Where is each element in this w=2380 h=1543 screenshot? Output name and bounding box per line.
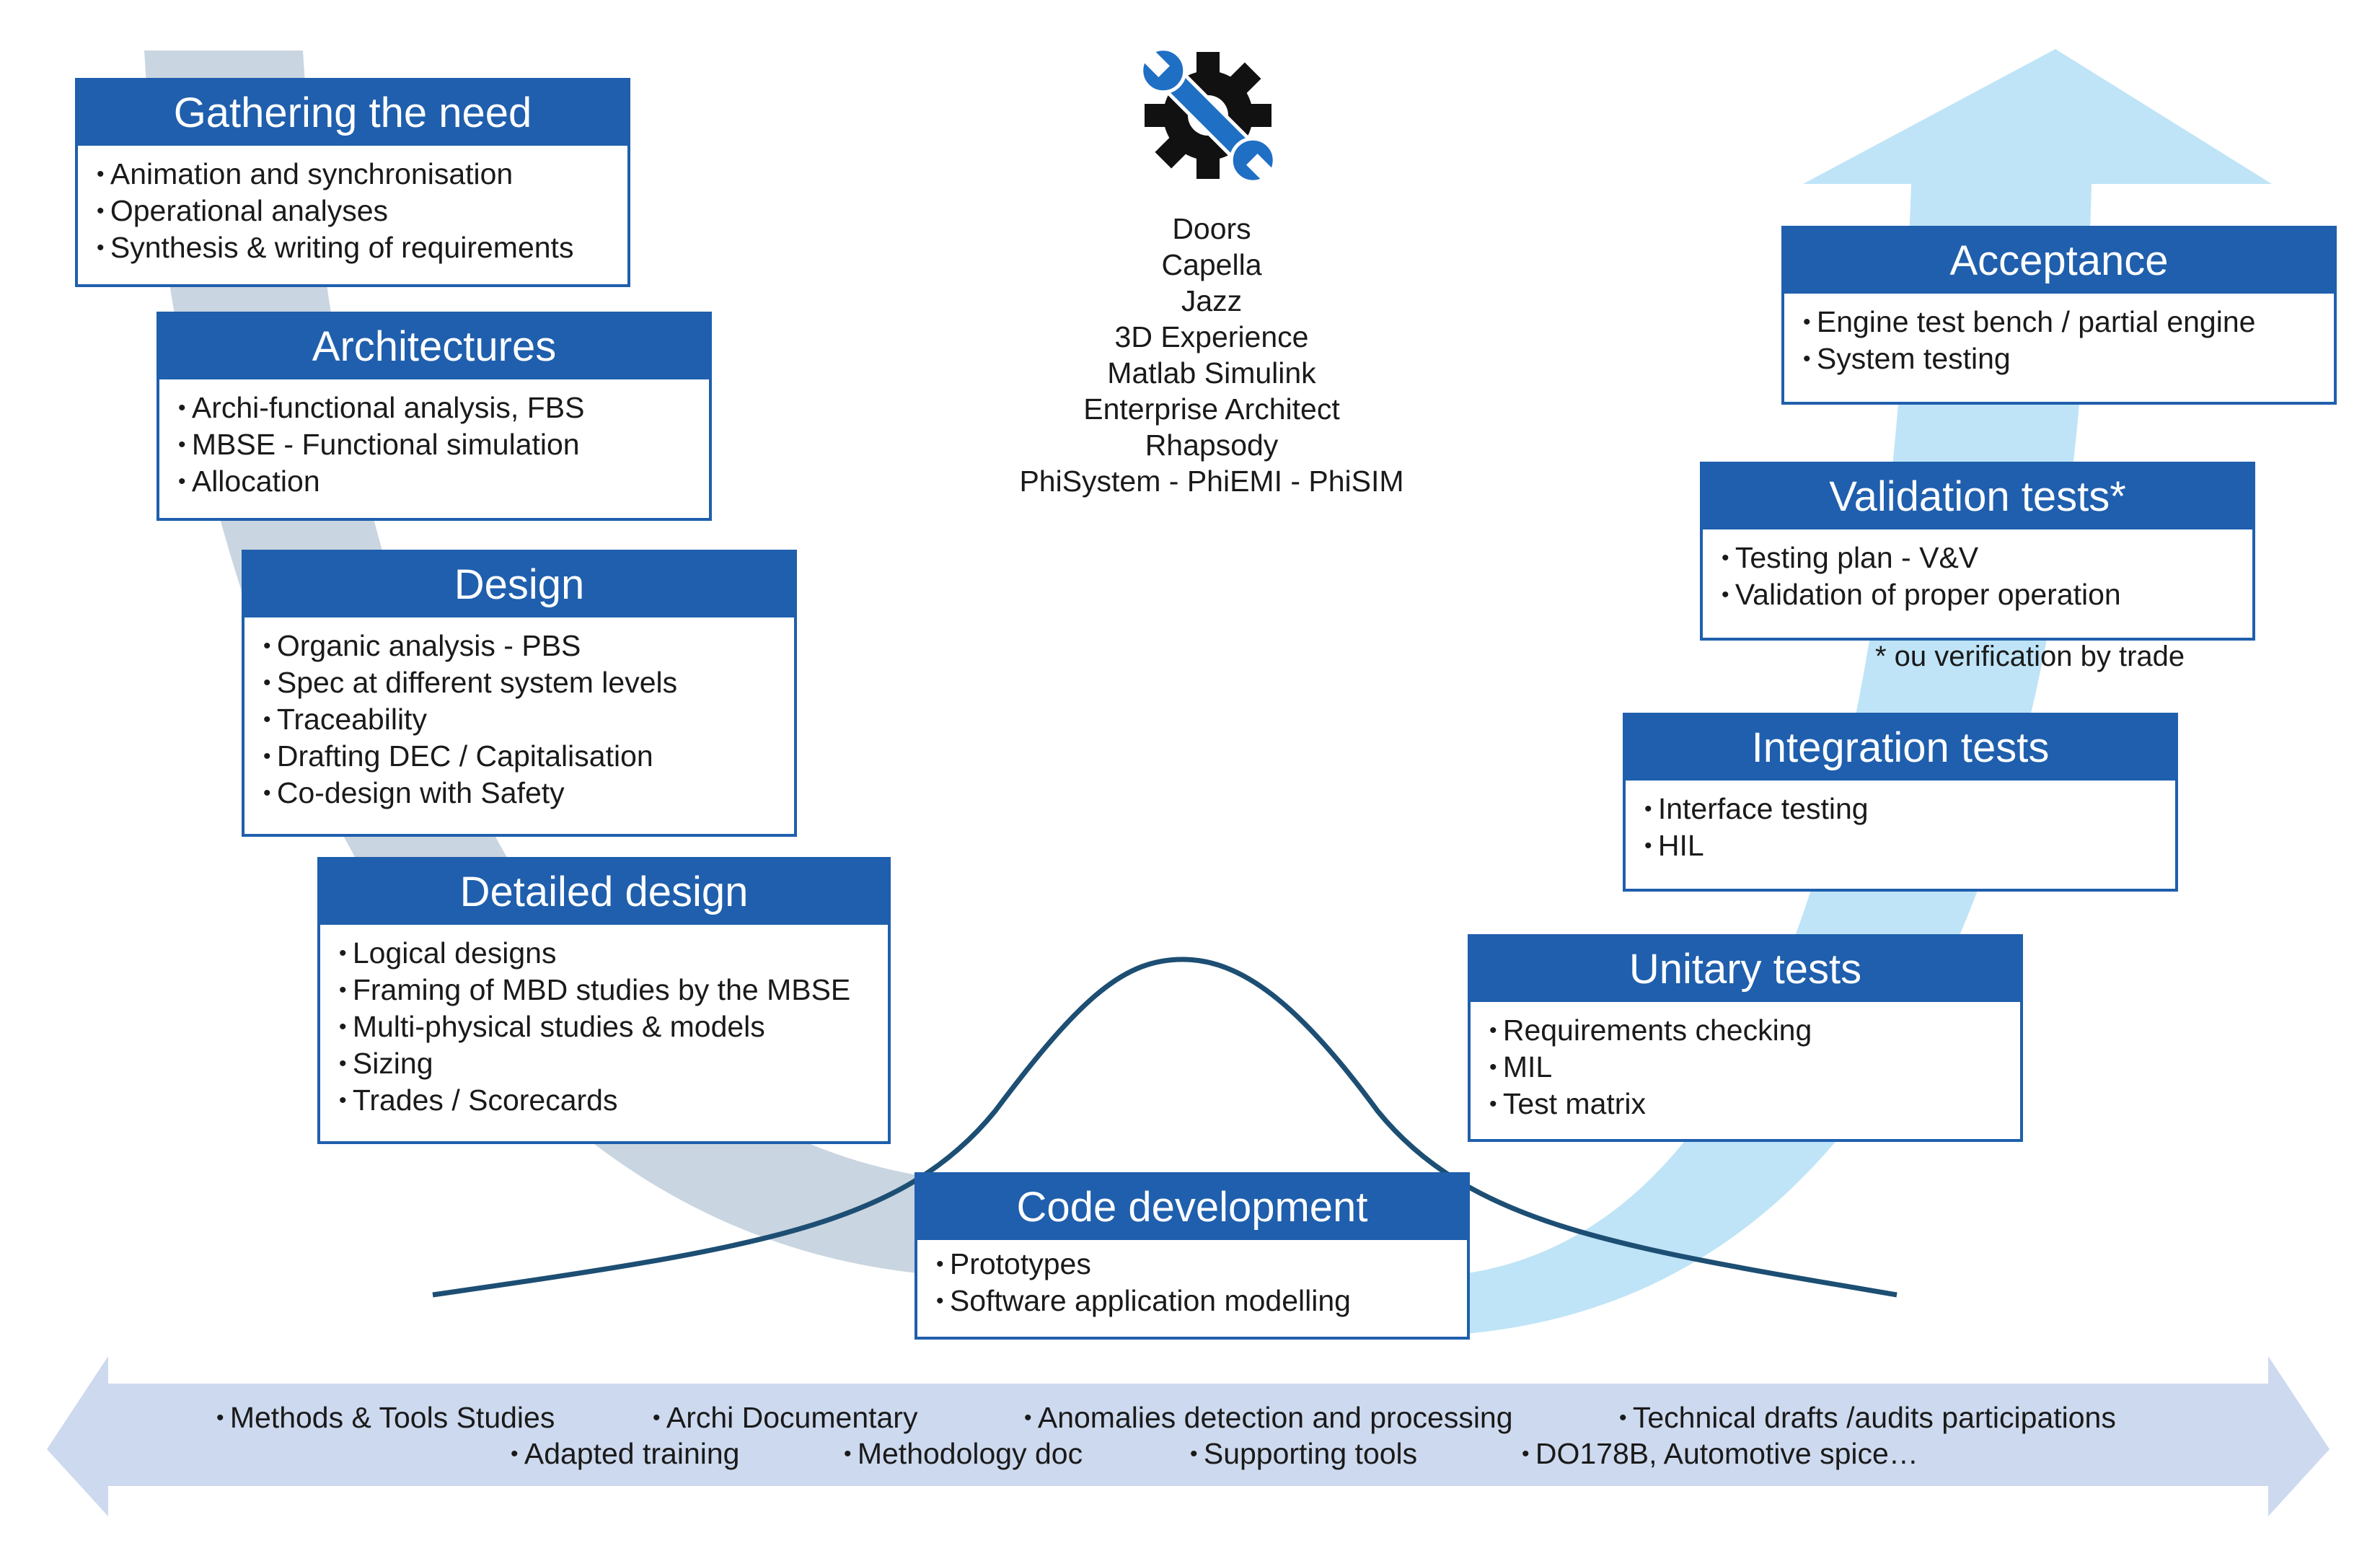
- phase-item: MIL: [1489, 1049, 2020, 1086]
- phase-unitary-tests: Unitary tests Requirements checking MIL …: [1468, 934, 2023, 1142]
- phase-title: Integration tests: [1626, 716, 2175, 781]
- phase-title: Code development: [917, 1175, 1467, 1240]
- support-item: Technical drafts /audits participations: [1619, 1401, 2116, 1435]
- support-item: Anomalies detection and processing: [1024, 1401, 1513, 1435]
- support-item: Methodology doc: [844, 1437, 1083, 1471]
- phase-item: Multi-physical studies & models: [339, 1008, 888, 1045]
- phase-title: Acceptance: [1784, 229, 2334, 294]
- phase-title: Validation tests*: [1703, 465, 2252, 529]
- tool-item: Jazz: [1181, 284, 1243, 317]
- phase-item: Requirements checking: [1489, 1012, 2020, 1049]
- phase-item: System testing: [1803, 340, 2334, 377]
- phase-item: Logical designs: [339, 935, 888, 972]
- tool-item: Capella: [1161, 248, 1262, 281]
- phase-item: Engine test bench / partial engine: [1803, 304, 2334, 340]
- validation-note: * ou verification by trade: [1875, 641, 2185, 672]
- support-item: Archi Documentary: [653, 1401, 918, 1435]
- phase-title: Design: [244, 553, 794, 617]
- tool-item: Rhapsody: [1145, 428, 1279, 462]
- phase-item: Synthesis & writing of requirements: [97, 229, 627, 266]
- phase-item: Drafting DEC / Capitalisation: [263, 738, 794, 775]
- tool-item: 3D Experience: [1114, 320, 1309, 353]
- phase-architectures: Architectures Archi-functional analysis,…: [157, 312, 712, 521]
- support-item: Adapted training: [511, 1437, 740, 1471]
- phase-item: Operational analyses: [97, 193, 627, 229]
- support-item: Methods & Tools Studies: [216, 1401, 555, 1435]
- phase-title: Detailed design: [320, 860, 888, 925]
- phase-item: Interface testing: [1644, 791, 2175, 827]
- bell-curve: [432, 957, 1898, 1298]
- phase-item: Traceability: [263, 701, 794, 738]
- phase-item: Test matrix: [1489, 1086, 2020, 1122]
- phase-validation-tests: Validation tests* Testing plan - V&V Val…: [1700, 462, 2255, 641]
- phase-item: Testing plan - V&V: [1722, 540, 2252, 576]
- phase-title: Architectures: [159, 315, 709, 379]
- tool-item: PhiSystem - PhiEMI - PhiSIM: [1019, 465, 1404, 498]
- phase-item: Prototypes: [936, 1246, 1467, 1283]
- phase-detailed-design: Detailed design Logical designs Framing …: [317, 857, 891, 1144]
- phase-title: Unitary tests: [1471, 937, 2020, 1002]
- phase-item: MBSE - Functional simulation: [178, 426, 709, 463]
- phase-item: Allocation: [178, 463, 709, 500]
- phase-item: Sizing: [339, 1045, 888, 1082]
- phase-item: Trades / Scorecards: [339, 1082, 888, 1119]
- support-item: Supporting tools: [1190, 1437, 1417, 1471]
- phase-acceptance: Acceptance Engine test bench / partial e…: [1781, 226, 2337, 405]
- phase-title: Gathering the need: [78, 81, 627, 146]
- phase-item: Organic analysis - PBS: [263, 628, 794, 664]
- tool-item: Doors: [1172, 212, 1251, 245]
- phase-item: Spec at different system levels: [263, 664, 794, 701]
- phase-item: Software application modelling: [936, 1283, 1467, 1319]
- tool-item: Matlab Simulink: [1107, 356, 1316, 390]
- phase-gathering-the-need: Gathering the need Animation and synchro…: [75, 78, 630, 287]
- phase-item: Archi-functional analysis, FBS: [178, 390, 709, 426]
- tools-list: Doors Capella Jazz 3D Experience Matlab …: [995, 211, 1428, 499]
- phase-item: HIL: [1644, 827, 2175, 864]
- phase-item: Co-design with Safety: [263, 775, 794, 812]
- phase-item: Validation of proper operation: [1722, 576, 2252, 613]
- gear-wrench-icon: [1140, 47, 1277, 184]
- support-band: [47, 1356, 2330, 1516]
- phase-item: Framing of MBD studies by the MBSE: [339, 972, 888, 1008]
- support-item: DO178B, Automotive spice…: [1522, 1437, 1918, 1471]
- tool-item: Enterprise Architect: [1083, 392, 1340, 426]
- phase-design: Design Organic analysis - PBS Spec at di…: [242, 550, 797, 837]
- phase-code-development: Code development Prototypes Software app…: [914, 1172, 1470, 1340]
- phase-item: Animation and synchronisation: [97, 156, 627, 193]
- phase-integration-tests: Integration tests Interface testing HIL: [1623, 713, 2178, 892]
